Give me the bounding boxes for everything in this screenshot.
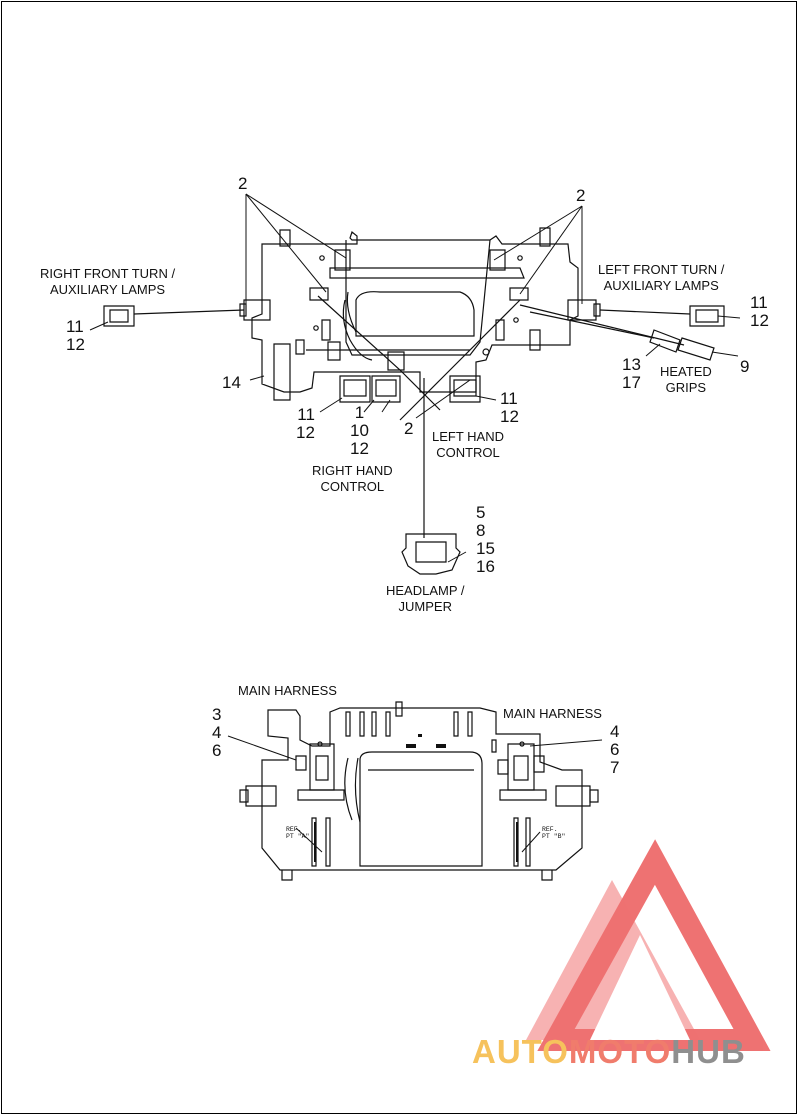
ref-point-a: REF. PT "A"	[286, 826, 309, 840]
wires	[133, 295, 691, 538]
ref-line: REF.	[542, 826, 558, 833]
callout-number: 11	[297, 405, 315, 424]
callout-number: 5	[476, 503, 486, 522]
wordmark-auto: AUTO	[472, 1033, 569, 1070]
left-hand-control-label: LEFT HAND CONTROL	[432, 429, 504, 461]
callout-number: 4	[212, 723, 222, 742]
wordmark-hub: HUB	[671, 1033, 746, 1070]
callout-2-center: 2	[404, 419, 414, 438]
callout-number: 12	[350, 439, 369, 458]
callout-rhc-nums: 11 12	[296, 406, 315, 442]
headlamp-jumper-label: HEADLAMP / JUMPER	[386, 583, 465, 615]
callout-number: 17	[622, 373, 641, 392]
right-front-turn-label: RIGHT FRONT TURN / AUXILIARY LAMPS	[40, 266, 175, 298]
label-line: HEADLAMP /	[386, 583, 465, 598]
callout-2-top-left: 2	[238, 174, 248, 193]
callout-14: 14	[222, 373, 241, 392]
callout-number: 11	[750, 293, 768, 312]
callout-number: 13	[622, 355, 641, 374]
label-line: AUXILIARY LAMPS	[49, 282, 166, 297]
label-line: GRIPS	[665, 380, 707, 395]
label-line: RIGHT HAND	[312, 463, 393, 478]
heated-grips-label: HEATED GRIPS	[660, 364, 712, 396]
wordmark-moto: MOTO	[568, 1033, 672, 1070]
callout-number: 3	[212, 705, 222, 724]
label-line: LEFT HAND	[432, 429, 504, 444]
callout-number: 8	[476, 521, 486, 540]
callout-number: 12	[66, 335, 85, 354]
callout-lhc-nums: 11 12	[500, 390, 519, 426]
ref-line: REF.	[286, 826, 302, 833]
callout-rft-nums: 11 12	[66, 318, 85, 354]
leader-lines	[89, 193, 741, 563]
callout-number: 6	[610, 740, 620, 759]
callout-number: 6	[212, 741, 222, 760]
callout-number: 16	[476, 557, 495, 576]
callout-2-top-right: 2	[576, 186, 586, 205]
ref-point-b: REF. PT "B"	[542, 826, 565, 840]
filled-marks	[314, 734, 518, 862]
callout-number: 15	[476, 539, 495, 558]
callout-rhc-mid-nums: 1 10 12	[350, 404, 369, 458]
callout-main-left-nums: 3 4 6	[212, 706, 221, 760]
ref-line: PT "B"	[542, 833, 566, 840]
watermark-logo-icon	[526, 839, 771, 1051]
callout-number: 10	[350, 421, 369, 440]
label-line: LEFT FRONT TURN /	[598, 262, 725, 277]
callout-number: 1	[354, 403, 365, 422]
lower-leaders	[227, 735, 603, 853]
label-line: JUMPER	[398, 599, 452, 614]
upper-bracket	[251, 227, 579, 401]
callout-grips-left-nums: 13 17	[622, 356, 641, 392]
callout-headlamp-nums: 5 8 15 16	[476, 504, 495, 576]
label-line: CONTROL	[436, 445, 500, 460]
callout-lft-nums: 11 12	[750, 294, 769, 330]
loose-connectors	[103, 305, 725, 575]
watermark-wordmark: AUTOMOTOHUB	[472, 1033, 746, 1071]
main-harness-left-label: MAIN HARNESS	[238, 683, 337, 698]
callout-number: 11	[500, 389, 518, 408]
callout-main-right-nums: 4 6 7	[610, 723, 619, 777]
lower-bracket	[239, 701, 599, 881]
callout-9: 9	[740, 357, 750, 376]
callout-number: 7	[610, 758, 620, 777]
right-hand-control-label: RIGHT HAND CONTROL	[312, 463, 393, 495]
callout-number: 12	[500, 407, 519, 426]
left-front-turn-label: LEFT FRONT TURN / AUXILIARY LAMPS	[598, 262, 724, 294]
label-line: CONTROL	[320, 479, 385, 494]
ref-line: PT "A"	[286, 833, 310, 840]
callout-number: 11	[66, 317, 84, 336]
label-line: HEATED	[660, 364, 712, 379]
label-line: AUXILIARY LAMPS	[603, 278, 719, 293]
callout-number: 4	[610, 722, 620, 741]
callout-number: 12	[750, 311, 769, 330]
label-line: RIGHT FRONT TURN /	[40, 266, 176, 281]
callout-number: 12	[296, 423, 315, 442]
main-harness-right-label: MAIN HARNESS	[503, 706, 602, 721]
